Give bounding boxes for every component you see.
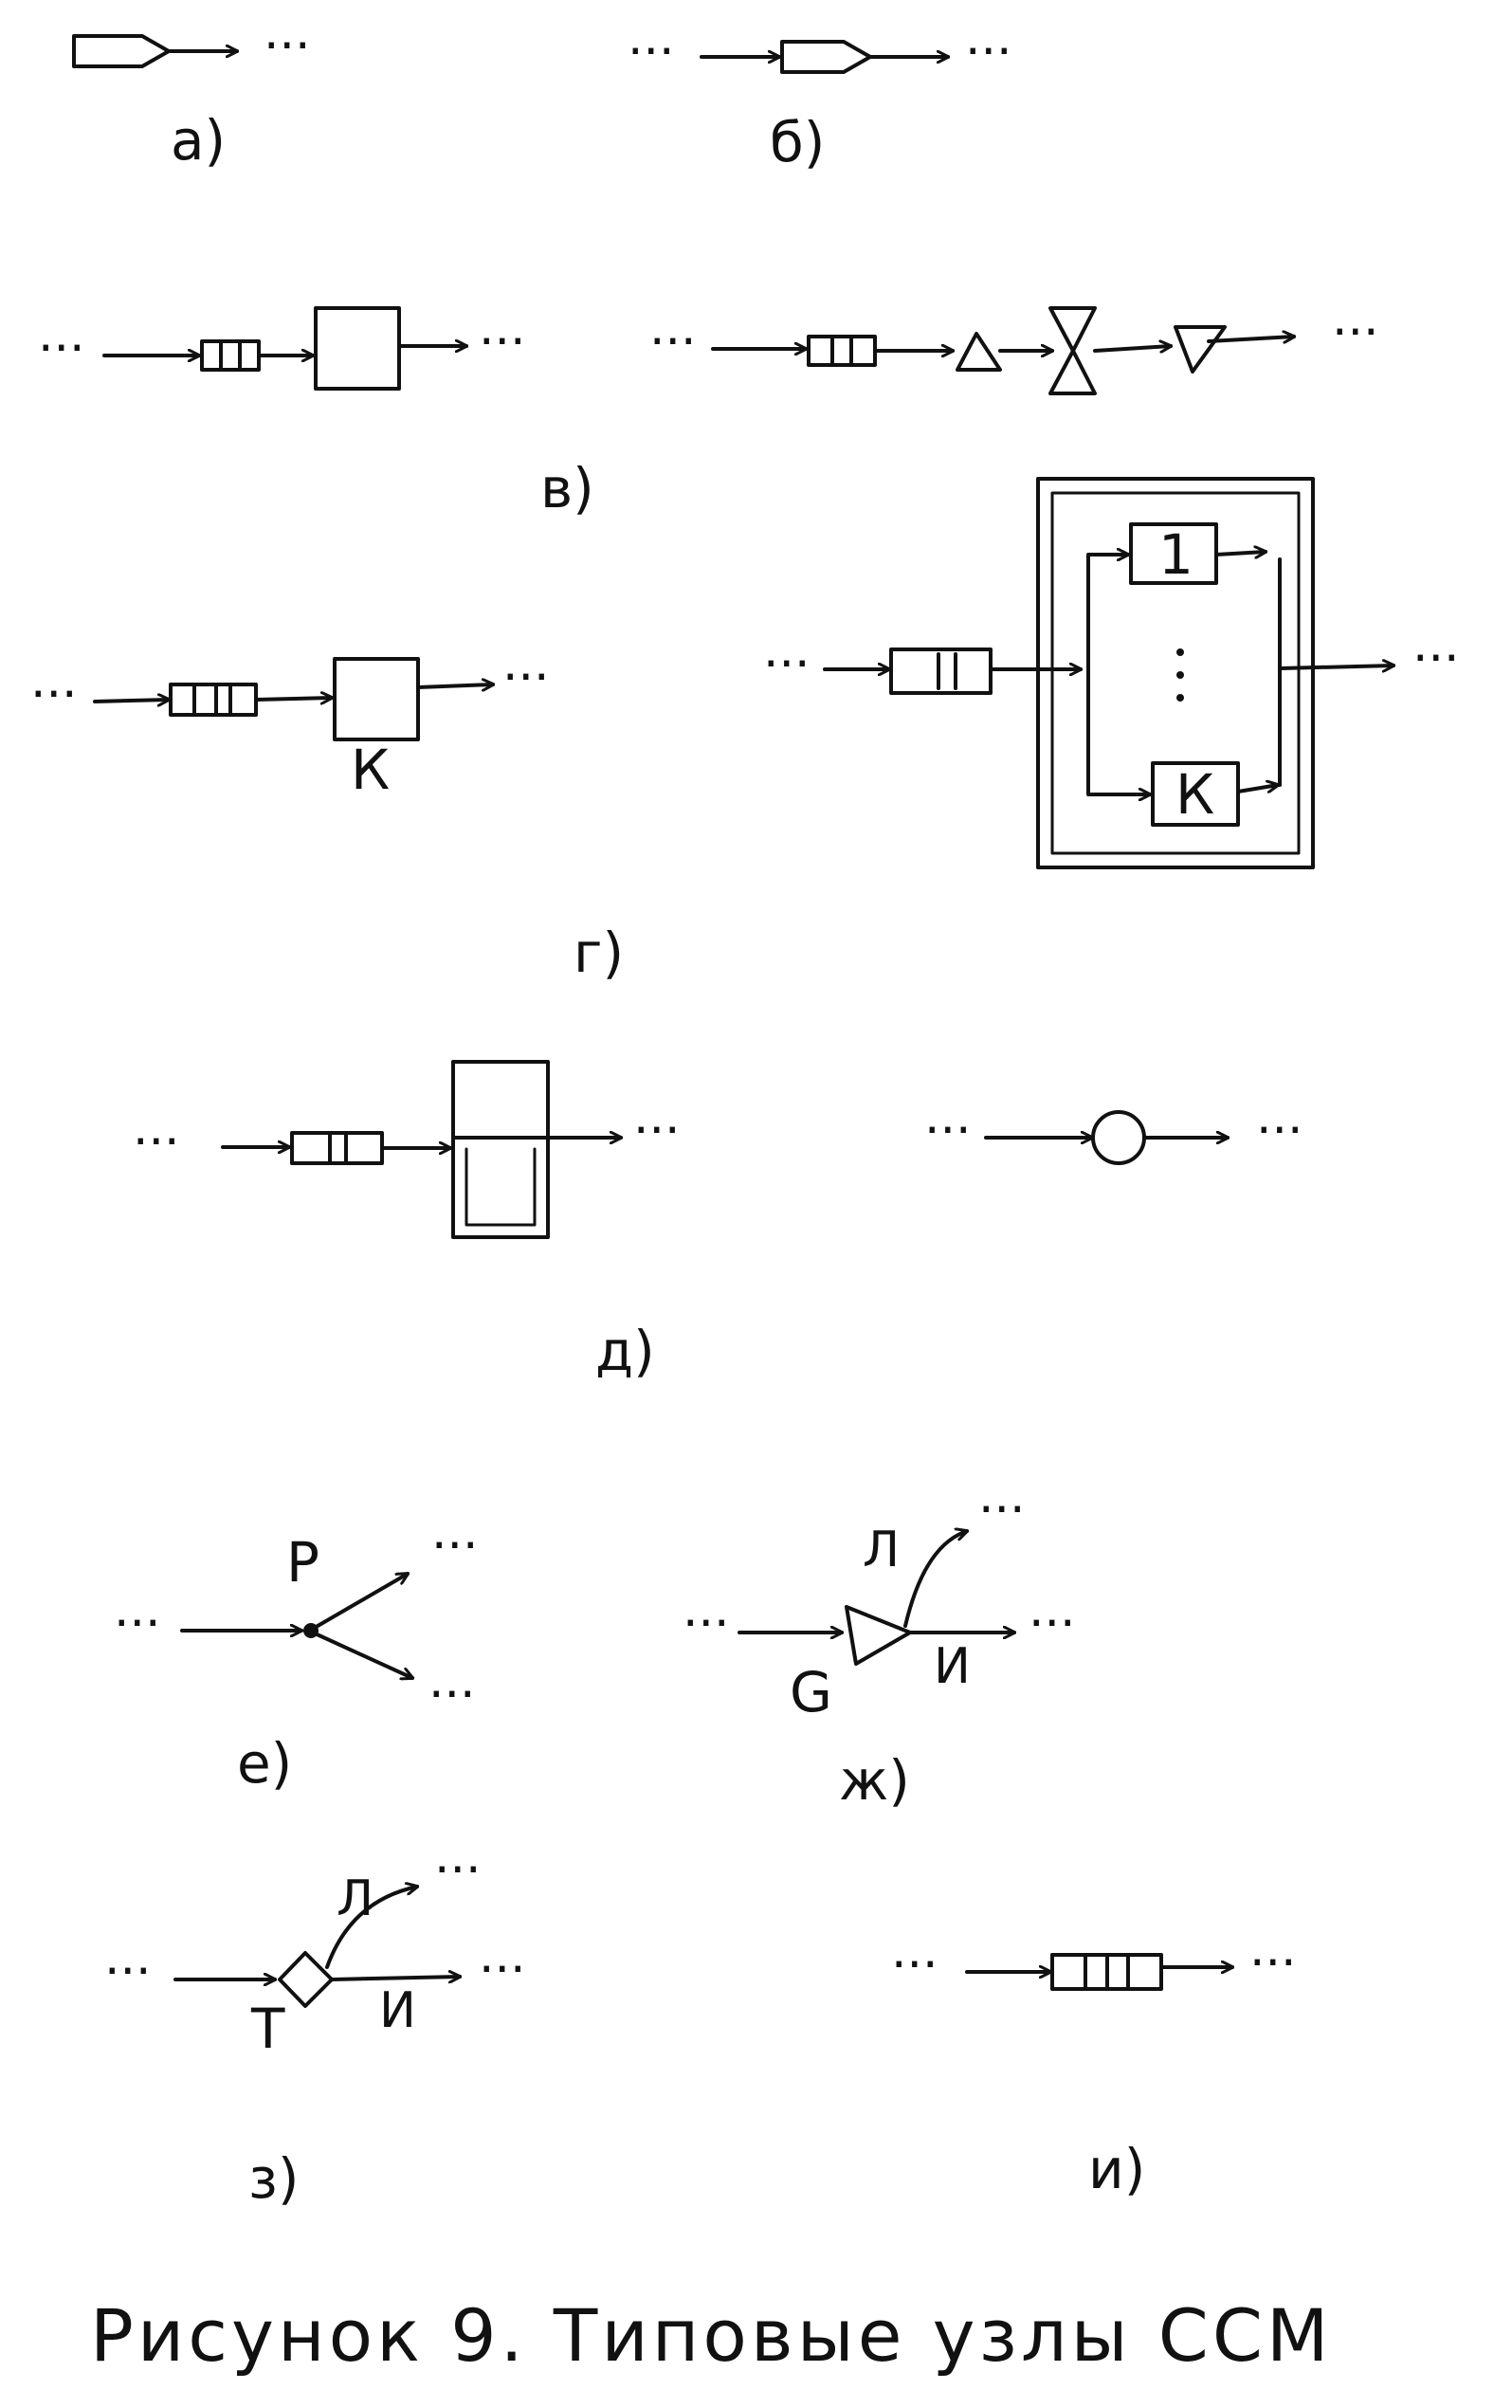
test-label-true: И	[379, 1982, 416, 2039]
multichannel-frame-inner	[1050, 491, 1301, 855]
ellipsis: ···	[649, 314, 697, 371]
arrow	[311, 1631, 412, 1678]
ellipsis: ···	[30, 666, 78, 723]
ellipsis: ···	[428, 1667, 476, 1724]
triangle-down-symbol	[1174, 325, 1227, 374]
generator-triangle	[845, 1605, 912, 1666]
storage-box	[451, 1060, 550, 1239]
arrow	[1278, 666, 1394, 668]
ellipsis: ···	[431, 1518, 479, 1575]
queue-symbol	[290, 1131, 384, 1165]
ellipsis: ···	[479, 314, 526, 371]
dot	[1176, 671, 1184, 679]
ellipsis: ···	[264, 18, 311, 75]
queue-symbol	[169, 683, 258, 717]
panel-e-split: ··· ··· ··· P е)	[114, 1518, 479, 1796]
hourglass-symbol	[1048, 306, 1097, 395]
ellipsis: ···	[1256, 1103, 1303, 1159]
multichannel-frame-outer	[1036, 477, 1315, 869]
arrow	[254, 698, 332, 700]
split-label-p: P	[286, 1530, 319, 1595]
ellipsis: ···	[133, 1114, 180, 1171]
ellipsis: ···	[628, 24, 675, 81]
arrow	[1236, 785, 1278, 794]
arrow	[1093, 346, 1171, 351]
dot	[1176, 694, 1184, 702]
panel-i-queue: ··· ··· и)	[891, 1935, 1297, 2201]
figure-caption: Рисунок 9. Типовые узлы ССМ	[90, 2293, 1332, 2378]
ellipsis: ···	[114, 1596, 161, 1652]
queue-symbol	[200, 339, 261, 372]
arrow-true	[330, 1977, 460, 1979]
panel-v-service: ··· ··· ··· ··· в)	[38, 304, 1379, 520]
arrow	[1214, 552, 1266, 555]
ellipsis: ···	[763, 636, 811, 693]
ellipsis: ···	[1332, 304, 1379, 361]
ellipsis: ···	[924, 1103, 972, 1159]
dot	[1176, 648, 1184, 656]
k-label: К	[351, 738, 390, 802]
panel-label-e: е)	[237, 1731, 292, 1796]
device-box	[314, 306, 401, 391]
test-label-t: T	[250, 1997, 285, 2061]
panel-label-v: в)	[540, 456, 594, 520]
ellipsis: ···	[1412, 630, 1460, 687]
panel-label-g: г)	[574, 921, 624, 985]
panel-g-multichannel: ··· ··· К ··· 1 К	[30, 477, 1460, 985]
arrow	[93, 700, 169, 702]
panel-a-source: ··· а)	[72, 18, 311, 173]
gen-label-lie: Л	[863, 1522, 900, 1578]
panel-label-z: з)	[248, 2146, 299, 2211]
panel-label-d: д)	[595, 1319, 655, 1383]
ellipsis: ···	[1249, 1935, 1297, 1992]
device-box-k	[333, 657, 420, 741]
ellipsis: ···	[104, 1943, 152, 2000]
ellipsis: ···	[1029, 1596, 1076, 1652]
channel-k-label: К	[1175, 762, 1214, 827]
arrow-false	[903, 1531, 967, 1628]
queue-symbol	[807, 335, 877, 367]
panel-label-b: б)	[770, 110, 825, 174]
ellipsis: ···	[38, 320, 85, 377]
gen-label-true: И	[934, 1638, 971, 1695]
ellipsis: ···	[891, 1937, 938, 1994]
branch-down	[1086, 667, 1152, 794]
panel-d-storage: ··· ··· ··· ··· д)	[133, 1060, 1303, 1383]
ellipsis: ···	[479, 1942, 526, 1998]
ellipsis: ···	[978, 1482, 1026, 1539]
channel-k-box	[1151, 761, 1240, 827]
queue-symbol	[1050, 1953, 1163, 1991]
ellipsis: ···	[633, 1103, 681, 1159]
arrow-false	[325, 1887, 417, 1969]
test-diamond	[278, 1951, 334, 2008]
ellipsis: ···	[683, 1596, 730, 1652]
panel-zh-generator: ··· ··· ··· G Л И ж)	[683, 1482, 1076, 1813]
source-symbol	[72, 34, 171, 68]
triangle-up-symbol	[956, 332, 1002, 372]
arrow	[311, 1574, 408, 1631]
gen-label-g: G	[790, 1660, 832, 1724]
panel-z-test: ··· ··· ··· T Л И з)	[104, 1842, 526, 2211]
arrow	[1207, 337, 1294, 341]
circle-node	[1091, 1110, 1146, 1165]
arrow	[416, 684, 493, 687]
panel-b-terminator: ··· ··· б)	[628, 24, 1012, 174]
queue-symbol	[889, 648, 993, 695]
panel-label-zh: ж)	[839, 1748, 910, 1813]
ellipsis: ···	[502, 649, 550, 706]
panel-label-a: а)	[171, 108, 226, 173]
branch-up	[1086, 555, 1130, 671]
ellipsis: ···	[965, 24, 1012, 81]
ellipsis: ···	[434, 1842, 482, 1899]
terminator-symbol	[780, 40, 872, 74]
test-label-lie: Л	[337, 1870, 373, 1927]
panel-label-i: и)	[1088, 2137, 1145, 2201]
channel-1-label: 1	[1158, 522, 1193, 587]
storage-inner	[465, 1147, 537, 1227]
